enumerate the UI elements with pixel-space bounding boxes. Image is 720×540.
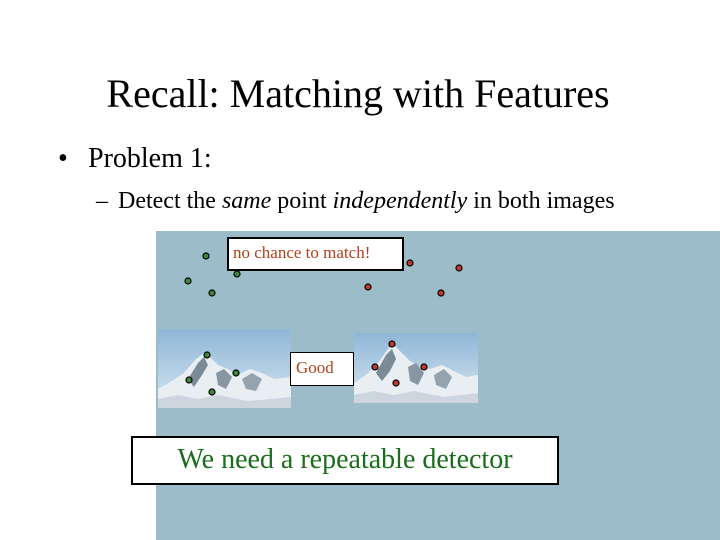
slide-title: Recall: Matching with Features: [106, 71, 610, 116]
red-feature-point: [455, 264, 463, 272]
sub-bullet-em-same: same: [221, 188, 272, 214]
bullet-problem-1: • Problem 1:: [58, 142, 212, 176]
mountain-photo-left: [158, 329, 291, 408]
green-feature-point: [233, 270, 241, 278]
red-feature-point: [406, 259, 414, 267]
sub-bullet-marker: –: [96, 188, 108, 214]
green-feature-point: [185, 376, 193, 384]
sub-bullet-em-independently: independently: [332, 188, 468, 214]
sub-bullet-text-1: Detect the: [118, 188, 222, 214]
no-chance-label: no chance to match!: [227, 237, 404, 271]
red-feature-point: [371, 363, 379, 371]
bullet-text: Problem 1:: [88, 143, 212, 174]
green-feature-point: [202, 252, 210, 260]
green-feature-point: [208, 388, 216, 396]
red-feature-point: [420, 363, 428, 371]
repeatable-detector-callout: We need a repeatable detector: [131, 436, 559, 485]
green-feature-point: [232, 369, 240, 377]
green-feature-point: [208, 289, 216, 297]
green-feature-point: [184, 277, 192, 285]
red-feature-point: [392, 379, 400, 387]
red-feature-point: [388, 340, 396, 348]
bullet-marker: •: [58, 143, 68, 174]
red-feature-point: [364, 283, 372, 291]
sub-bullet-text-3: in both images: [467, 188, 615, 214]
sub-bullet-text-2: point: [271, 188, 333, 214]
good-label: Good: [290, 352, 354, 386]
sub-bullet-detect: –Detect the same point independently in …: [96, 186, 615, 216]
green-feature-point: [203, 351, 211, 359]
red-feature-point: [437, 289, 445, 297]
